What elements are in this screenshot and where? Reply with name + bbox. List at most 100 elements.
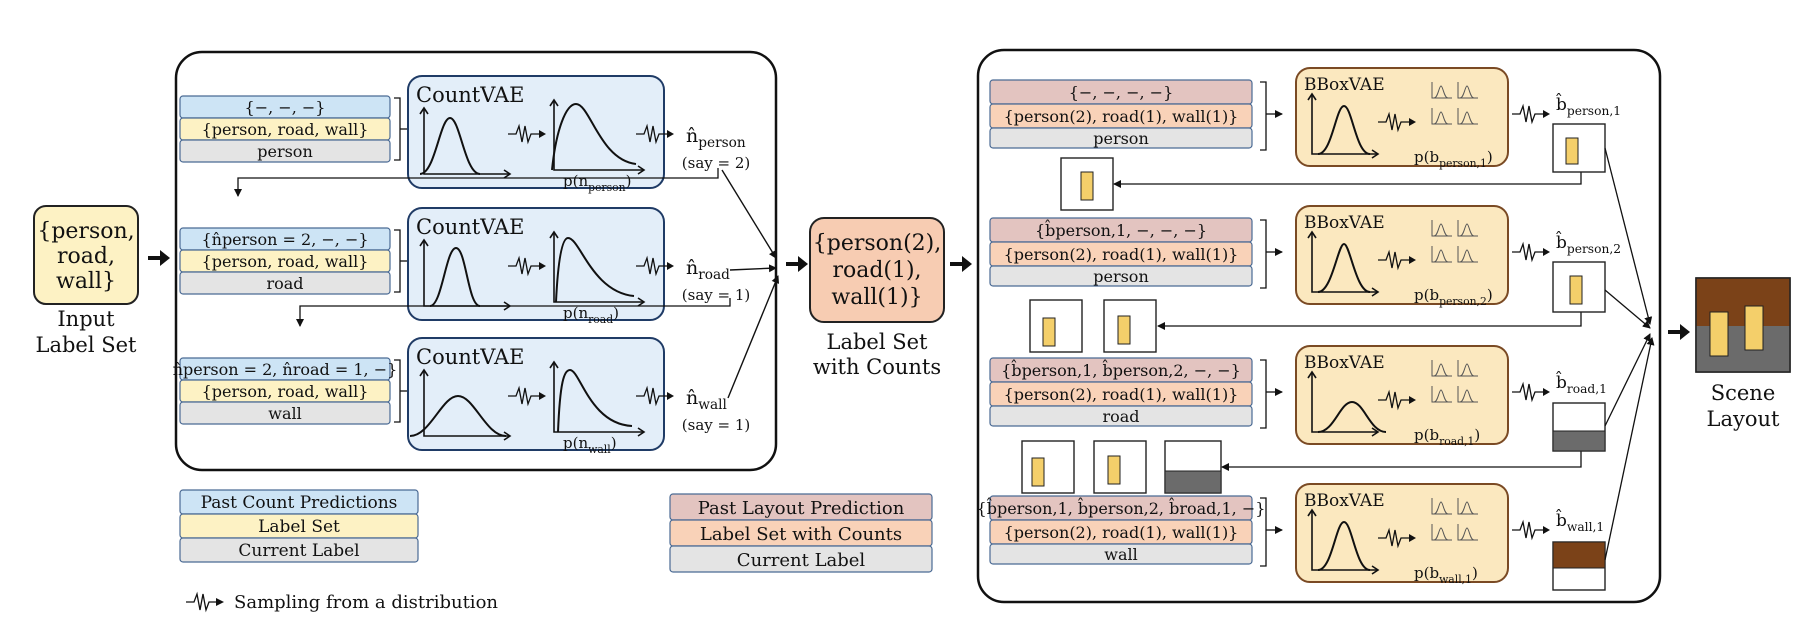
axes <box>1311 94 1378 155</box>
sampling-icon <box>636 255 668 277</box>
past-count-predictions: {−, −, −} <box>245 98 326 117</box>
mini-axes <box>1457 524 1478 541</box>
input-line: wall} <box>56 269 116 294</box>
sampling-icon <box>1378 111 1410 133</box>
sampling-icon <box>1378 527 1410 549</box>
svg-text:Sampling from a distribution: Sampling from a distribution <box>234 592 498 613</box>
bbox-row: {b̂person,1, b̂person,2, −, −} {person(2)… <box>989 345 1607 448</box>
axes <box>1311 232 1378 293</box>
current-label: wall <box>268 404 301 423</box>
label-set: {person, road, wall} <box>202 252 369 271</box>
current-label: road <box>266 274 303 293</box>
prior-curve <box>1317 400 1387 433</box>
sampling-icon <box>636 123 668 145</box>
svg-text:Scene: Scene <box>1711 381 1776 405</box>
count-stage-panel <box>174 50 778 472</box>
count-distribution-curve <box>551 102 637 171</box>
bboxvae-module <box>1295 345 1509 445</box>
bracket <box>1260 219 1267 289</box>
past-count-predictions: n̂person = 2, n̂road = 1, −} <box>173 360 398 379</box>
count-row: {−, −, −} {person, road, wall} person Count… <box>179 75 674 194</box>
distribution-label: p(bperson,2) <box>1414 286 1493 308</box>
distribution-label: p(bperson,1) <box>1414 148 1493 170</box>
svg-text:Label Set with Counts: Label Set with Counts <box>700 524 902 545</box>
distribution-label: p(bwall,1) <box>1414 564 1478 586</box>
distribution-label: p(broad,1) <box>1414 426 1480 448</box>
module-title: BBoxVAE <box>1304 213 1385 233</box>
label-set-with-counts: {person(2), road(1), wall(1)} Label Set … <box>809 217 945 379</box>
sampling-icon <box>508 255 540 277</box>
current-label: road <box>1102 407 1139 426</box>
merge-arrows <box>721 169 780 399</box>
bbox-row: {−, −, −, −}{person(2), road(1), wall(1)… <box>989 67 1621 170</box>
say-value: (say = 2) <box>682 154 750 172</box>
svg-text:with Counts: with Counts <box>813 355 941 379</box>
prior-curve <box>1317 242 1371 293</box>
svg-text:Past Count Predictions: Past Count Predictions <box>201 493 398 513</box>
say-value: (say = 1) <box>682 286 750 304</box>
mini-axes <box>1457 108 1478 125</box>
mini-axes <box>1431 498 1452 515</box>
mini-axes <box>1431 524 1452 541</box>
countvae-module <box>407 337 665 451</box>
count-distribution-curve <box>555 236 635 303</box>
svg-text:Past Layout Prediction: Past Layout Prediction <box>698 498 905 519</box>
distribution-label: p(nperson) <box>563 172 631 194</box>
past-layout-prediction: {−, −, −, −} <box>1069 83 1174 102</box>
prior-curve <box>1317 104 1371 155</box>
bbox-row: {b̂person,1, b̂person,2, b̂road,1, −} {pe… <box>977 483 1604 586</box>
mini-axes <box>1431 220 1452 237</box>
bbox-estimate: b̂wall,1 <box>1556 509 1604 534</box>
svg-text:wall(1)}: wall(1)} <box>831 285 922 310</box>
flow-arrow-icon <box>148 250 170 266</box>
current-label: wall <box>1104 545 1137 564</box>
bbox-row: {b̂person,1, −, −, −}{person(2), road(1)… <box>989 205 1621 308</box>
count-row: {n̂person = 2, −, −}{person, road, wall}… <box>179 207 674 326</box>
input-label-set: {person, road, wall} Input Label Set <box>33 205 139 357</box>
sampling-icon <box>1378 389 1410 411</box>
label-set: {person, road, wall} <box>202 120 369 139</box>
say-value: (say = 1) <box>682 416 750 434</box>
mini-axes <box>1431 386 1452 403</box>
axes <box>423 370 510 437</box>
bbox-estimate: b̂person,2 <box>1556 231 1621 256</box>
flow-arrow-icon <box>1668 324 1690 340</box>
bracket <box>394 229 401 293</box>
label-set-with-counts: {person(2), road(1), wall(1)} <box>1004 385 1239 404</box>
current-label: person <box>257 142 313 161</box>
bbox-outputs <box>1552 123 1655 591</box>
label-set: {person, road, wall} <box>202 382 369 401</box>
bbox-estimate: b̂person,1 <box>1556 93 1621 118</box>
module-title: CountVAE <box>416 345 524 369</box>
module-title: BBoxVAE <box>1304 491 1385 511</box>
distribution-label: p(nroad) <box>563 304 619 326</box>
partial-layouts <box>1021 157 1582 494</box>
flow-arrow-icon <box>786 256 808 272</box>
count-estimate: n̂wall <box>686 387 727 413</box>
distribution-label: p(nwall) <box>563 434 617 456</box>
module-title: CountVAE <box>416 83 524 107</box>
mini-axes <box>1457 498 1478 515</box>
label-set-with-counts: {person(2), road(1), wall(1)} <box>1004 523 1239 542</box>
count-distribution-curve <box>557 368 633 433</box>
input-line: road, <box>57 244 115 269</box>
bboxvae-module <box>1295 205 1509 305</box>
svg-text:road(1),: road(1), <box>832 258 921 283</box>
mini-axes <box>1431 246 1452 263</box>
current-label: person <box>1093 129 1149 148</box>
bboxvae-module <box>1295 483 1509 583</box>
past-layout-prediction: {b̂person,1, b̂person,2, b̂road,1, −} <box>977 498 1266 518</box>
past-layout-prediction: {b̂person,1, b̂person,2, −, −} <box>1001 360 1241 380</box>
input-line: {person, <box>37 219 134 244</box>
sampling-icon <box>1512 241 1544 263</box>
count-row: n̂person = 2, n̂road = 1, −} {person, roa… <box>173 337 674 456</box>
bracket <box>1260 497 1267 567</box>
sampling-icon <box>508 385 540 407</box>
count-estimate: n̂road <box>686 257 730 283</box>
scene-layout: Scene Layout <box>1695 277 1791 431</box>
feedback-arrow <box>296 298 731 327</box>
svg-text:{person(2),: {person(2), <box>813 231 941 256</box>
axes <box>553 100 644 171</box>
sampling-icon <box>186 591 218 613</box>
